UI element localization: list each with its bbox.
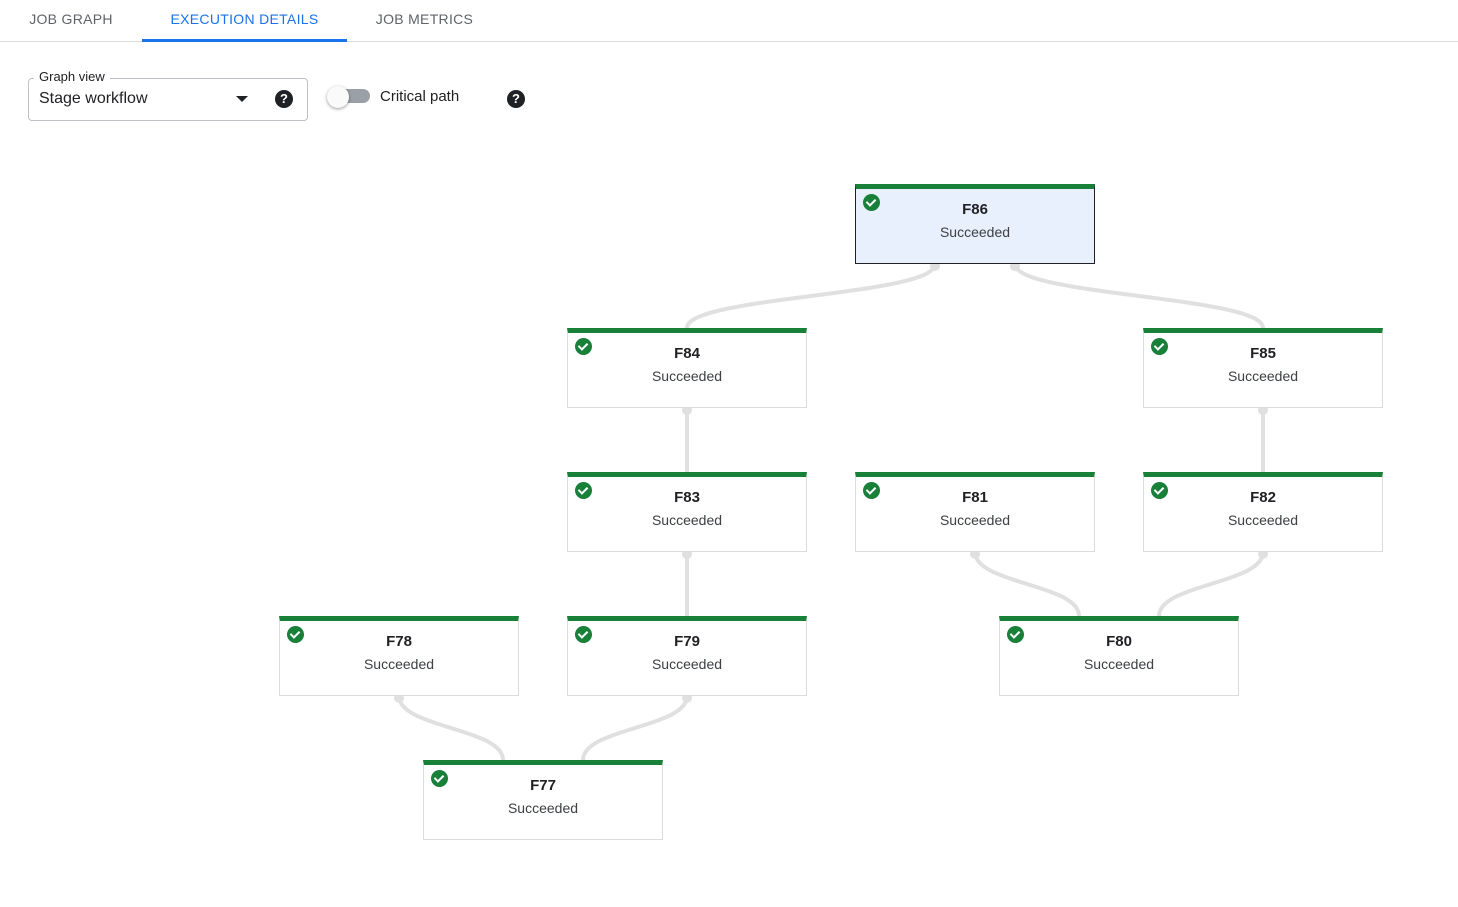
check-circle-icon — [287, 626, 304, 643]
check-circle-icon — [1007, 626, 1024, 643]
tab-job-metrics[interactable]: JOB METRICS — [375, 11, 474, 27]
critical-path-toggle-thumb[interactable] — [327, 86, 349, 108]
edge-f86-f84 — [685, 263, 937, 329]
edge-f82-f80 — [1157, 551, 1265, 617]
edge-f78-f77 — [397, 695, 505, 761]
edge-f81-f80 — [973, 551, 1081, 617]
stage-name: F85 — [1250, 345, 1276, 362]
check-circle-icon — [431, 770, 448, 787]
stage-status: Succeeded — [939, 512, 1011, 528]
stage-status: Succeeded — [651, 512, 723, 528]
stage-status: Succeeded — [1083, 656, 1155, 672]
stage-node-f86[interactable]: F86 Succeeded — [855, 184, 1095, 264]
graph-view-value: Stage workflow — [39, 90, 148, 107]
check-circle-icon — [575, 626, 592, 643]
edge-f86-f85 — [1013, 263, 1265, 329]
check-circle-icon — [575, 482, 592, 499]
graph-view-label: Graph view — [34, 69, 110, 84]
critical-path-label: Critical path — [380, 88, 460, 105]
stage-name: F79 — [674, 633, 700, 650]
stage-node-f77[interactable]: F77 Succeeded — [423, 760, 663, 840]
stage-status: Succeeded — [651, 368, 723, 384]
critical-path-help-icon[interactable]: ? — [507, 90, 525, 108]
graph-view-select[interactable] — [28, 78, 308, 121]
caret-down-icon[interactable] — [236, 96, 248, 102]
stage-name: F86 — [962, 201, 988, 218]
stage-node-f85[interactable]: F85 Succeeded — [1143, 328, 1383, 408]
stage-name: F78 — [386, 633, 412, 650]
check-circle-icon — [1151, 482, 1168, 499]
stage-name: F81 — [962, 489, 988, 506]
stage-node-f80[interactable]: F80 Succeeded — [999, 616, 1239, 696]
stage-node-f84[interactable]: F84 Succeeded — [567, 328, 807, 408]
stage-node-f81[interactable]: F81 Succeeded — [855, 472, 1095, 552]
stage-name: F80 — [1106, 633, 1132, 650]
stage-node-f83[interactable]: F83 Succeeded — [567, 472, 807, 552]
stage-status: Succeeded — [651, 656, 723, 672]
stage-status: Succeeded — [1227, 512, 1299, 528]
check-circle-icon — [863, 482, 880, 499]
stage-name: F83 — [674, 489, 700, 506]
stage-name: F77 — [530, 777, 556, 794]
edge-f79-f77 — [581, 695, 689, 761]
stage-node-f78[interactable]: F78 Succeeded — [279, 616, 519, 696]
stage-node-f82[interactable]: F82 Succeeded — [1143, 472, 1383, 552]
tab-execution-details[interactable]: EXECUTION DETAILS — [142, 0, 347, 42]
check-circle-icon — [863, 194, 880, 211]
stage-node-f79[interactable]: F79 Succeeded — [567, 616, 807, 696]
check-circle-icon — [1151, 338, 1168, 355]
stage-status: Succeeded — [507, 800, 579, 816]
check-circle-icon — [575, 338, 592, 355]
stage-status: Succeeded — [1227, 368, 1299, 384]
tab-job-graph[interactable]: JOB GRAPH — [29, 11, 113, 27]
stage-name: F82 — [1250, 489, 1276, 506]
stage-status: Succeeded — [939, 224, 1011, 240]
stage-name: F84 — [674, 345, 700, 362]
graph-view-help-icon[interactable]: ? — [275, 90, 293, 108]
stage-status: Succeeded — [363, 656, 435, 672]
tab-bar: JOB GRAPH EXECUTION DETAILS JOB METRICS — [0, 0, 1458, 42]
